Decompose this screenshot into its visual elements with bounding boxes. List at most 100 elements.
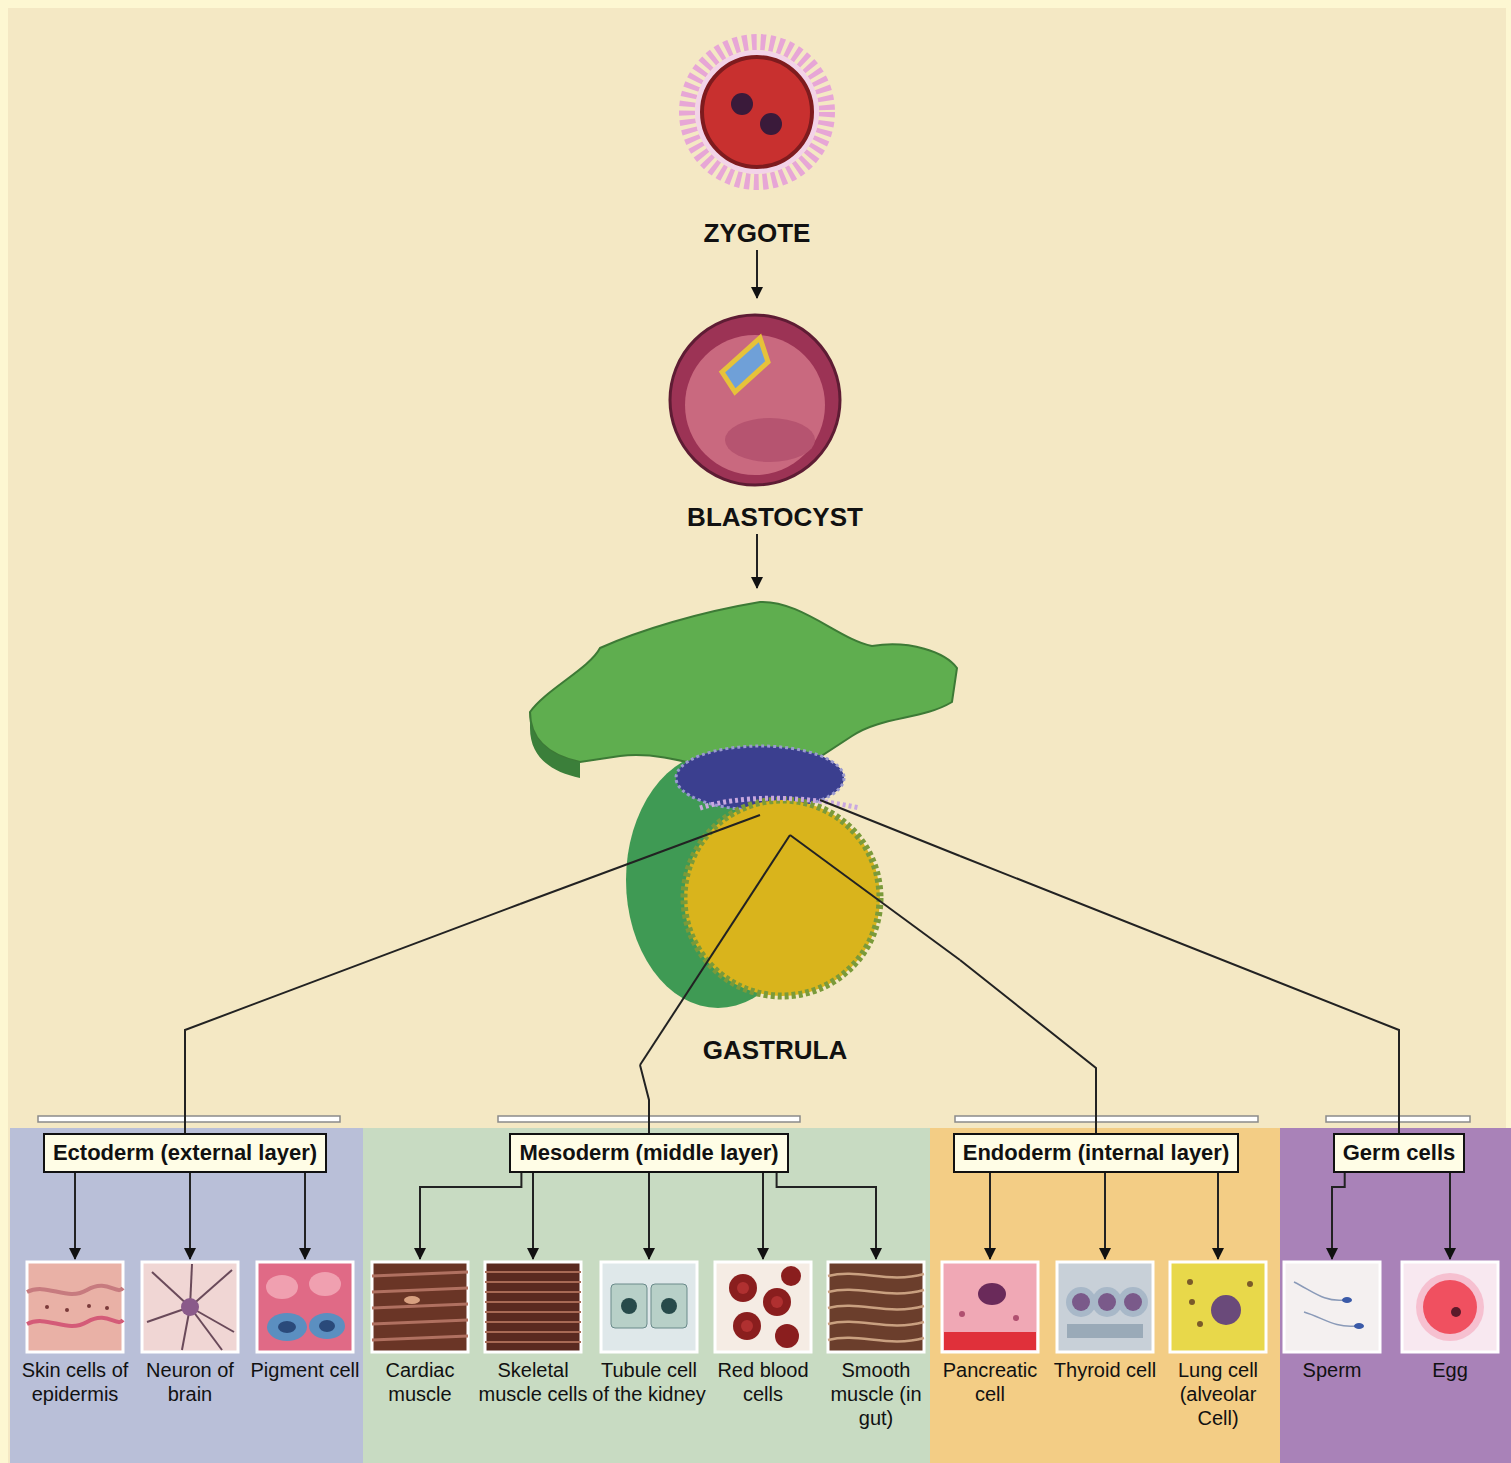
- egg-picture-part: [1423, 1280, 1477, 1334]
- tubule-picture-part: [661, 1298, 677, 1314]
- skin-picture-part: [27, 1262, 123, 1352]
- rbc-picture-part: [771, 1296, 783, 1308]
- cell-type: Smooth muscle (in gut): [819, 1262, 933, 1430]
- flow-arrow: [648, 1173, 650, 1259]
- pancreatic-picture-part: [1013, 1315, 1019, 1321]
- sperm-picture-part: [1342, 1297, 1352, 1303]
- thyroid-picture-part: [1072, 1293, 1090, 1311]
- egg-picture-part: [1402, 1262, 1498, 1352]
- ectoderm-band: [10, 1128, 363, 1463]
- flow-arrow: [532, 1173, 534, 1259]
- leader-lines: [520, 800, 960, 1065]
- pancreatic-picture-part: [942, 1262, 1038, 1352]
- skeletal-picture-part-part: [485, 1311, 581, 1313]
- cell-caption: Skeletal muscle cells: [476, 1358, 590, 1406]
- germ-band: [1280, 1128, 1511, 1463]
- pancreatic-picture-part: [978, 1283, 1006, 1305]
- flow-arrow: [989, 1173, 991, 1259]
- skeletal-picture-part-part: [485, 1341, 581, 1343]
- stage-name: ZYGOTE: [704, 218, 811, 248]
- skeletal-picture-part-part: [485, 1331, 581, 1333]
- zona: [695, 50, 819, 174]
- egg-picture-part: [1416, 1273, 1484, 1341]
- blastocyst-stage: BLASTOCYST: [665, 300, 885, 532]
- neuron-picture-part: [181, 1298, 199, 1316]
- flow-arrow: [1104, 1173, 1106, 1259]
- zygote-stage: ZYGOTE: [667, 30, 847, 248]
- endoderm-band: [930, 1128, 1280, 1463]
- pigment-picture-part: [319, 1320, 335, 1332]
- branch-line: [185, 904, 520, 1133]
- skeletal-picture-part: [485, 1272, 581, 1342]
- pronucleus: [731, 93, 753, 115]
- cell-type: Skin cells of epidermis: [18, 1262, 132, 1406]
- flow-arrow: [189, 1173, 191, 1259]
- blastocyst-illustration: [670, 315, 840, 485]
- cell-type: Skeletal muscle cells: [476, 1262, 590, 1406]
- cardiac-picture-part-part: [372, 1304, 468, 1308]
- pigment-picture-part: [278, 1321, 296, 1333]
- rbc-picture: [715, 1262, 811, 1352]
- rbc-picture-part: [729, 1274, 757, 1302]
- stage-name: BLASTOCYST: [687, 502, 863, 532]
- cell-type: Cardiac muscle: [363, 1262, 477, 1406]
- rbc-picture-part: [737, 1282, 749, 1294]
- pigment-picture: [257, 1262, 353, 1352]
- smooth-muscle-picture-part-part: [828, 1322, 924, 1326]
- layer-title: Ectoderm (external layer): [53, 1140, 317, 1165]
- lung-picture-part: [1247, 1281, 1253, 1287]
- smooth-muscle-picture-part-part: [828, 1306, 924, 1310]
- layer-title: Germ cells: [1343, 1140, 1456, 1165]
- germ-layer-box: Endoderm (internal layer): [953, 1133, 1240, 1173]
- smooth-muscle-picture-part-part: [828, 1290, 924, 1294]
- cytoplasm: [702, 57, 812, 167]
- skin-picture-part: [105, 1306, 109, 1310]
- tubule-picture-part: [621, 1298, 637, 1314]
- skeletal-picture-part-part: [485, 1301, 581, 1303]
- thyroid-picture-part: [1066, 1287, 1096, 1317]
- gastrula-illustration: [520, 602, 960, 1065]
- sperm-picture-part: [1284, 1262, 1380, 1352]
- thyroid-picture: [1057, 1262, 1153, 1352]
- cell-caption: Cardiac muscle: [363, 1358, 477, 1406]
- leader-line: [790, 835, 960, 960]
- tubule-picture-part: [651, 1284, 687, 1328]
- flow-arrow: [304, 1173, 306, 1259]
- cardiac-picture-part: [404, 1296, 420, 1304]
- egg-picture: [1402, 1262, 1498, 1352]
- cell-caption: Red blood cells: [706, 1358, 820, 1406]
- layer-title: Endoderm (internal layer): [963, 1140, 1230, 1165]
- rbc-picture-part: [733, 1312, 761, 1340]
- rbc-picture-part: [775, 1324, 799, 1348]
- cell-pictures: [27, 1262, 1498, 1352]
- lung-picture-part: [1170, 1262, 1266, 1352]
- cell-type: Sperm: [1275, 1262, 1389, 1382]
- yolk-sac: [684, 800, 880, 996]
- cell-caption: Pigment cell: [248, 1358, 362, 1382]
- mesoderm-band: [363, 1128, 930, 1463]
- cardiac-picture-part-part: [372, 1272, 468, 1276]
- germ-layer-box: Ectoderm (external layer): [43, 1133, 327, 1173]
- flow-arrow: [756, 534, 758, 588]
- flow-arrow: [1332, 1173, 1345, 1259]
- tubule-picture-part: [611, 1284, 647, 1328]
- egg-picture-part: [1451, 1307, 1461, 1317]
- cell-type: Red blood cells: [706, 1262, 820, 1406]
- pigment-picture-part: [266, 1275, 298, 1299]
- rbc-picture-part: [763, 1288, 791, 1316]
- rbc-picture-part: [781, 1266, 801, 1286]
- smooth-muscle-picture-part-part: [828, 1338, 924, 1342]
- flow-arrow: [1217, 1173, 1219, 1259]
- lung-picture-part: [1197, 1321, 1203, 1327]
- zygote-illustration: [687, 42, 827, 182]
- cell-caption: Thyroid cell: [1048, 1358, 1162, 1382]
- thyroid-picture-part: [1067, 1324, 1143, 1338]
- lung-picture-part: [1187, 1279, 1193, 1285]
- cell-type: Tubule cell of the kidney: [592, 1262, 706, 1406]
- tubule-picture: [601, 1262, 697, 1352]
- germ-layer-box: Germ cells: [1333, 1133, 1466, 1173]
- cell-type: Pigment cell: [248, 1262, 362, 1382]
- stage-name: GASTRULA: [703, 1035, 847, 1065]
- pancreatic-picture-part: [944, 1332, 1036, 1350]
